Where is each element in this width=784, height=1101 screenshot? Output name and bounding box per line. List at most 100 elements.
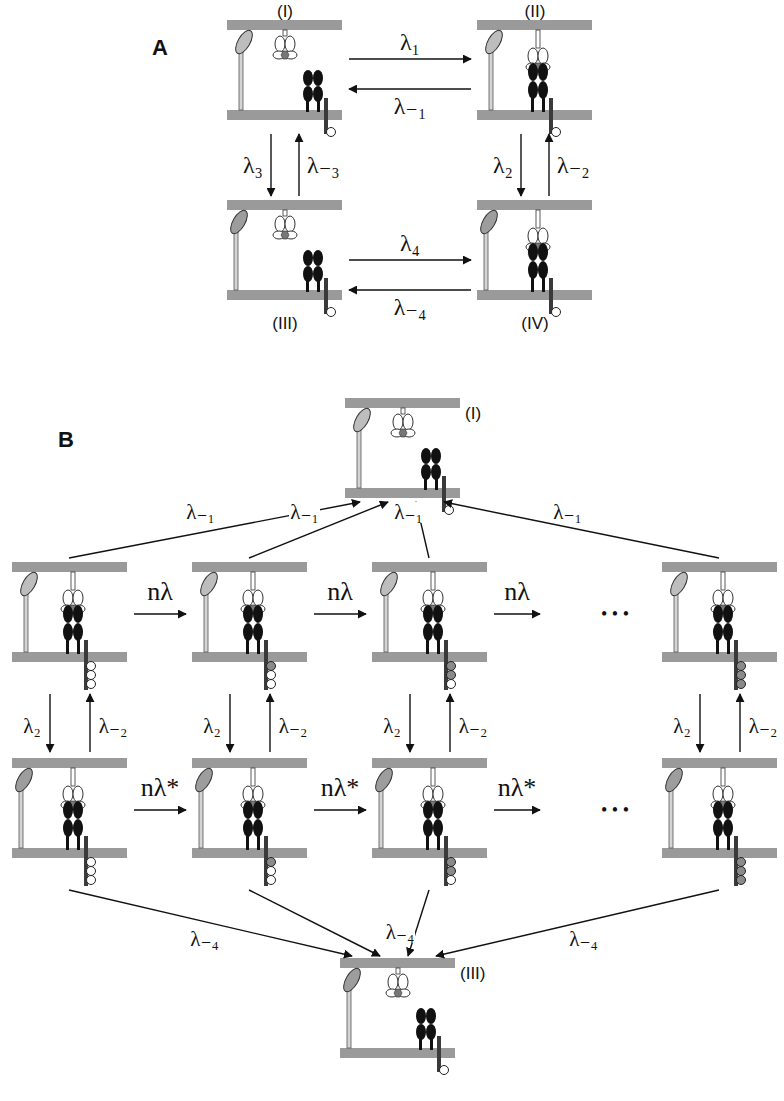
membrane (227, 20, 342, 30)
mhc-domain (243, 590, 253, 606)
tcr-domain (426, 1008, 436, 1024)
membrane (192, 848, 307, 858)
cd45-head (12, 766, 35, 795)
rate-label: λ₋₄ (568, 929, 599, 950)
itam-circle (737, 662, 746, 671)
state-icon (227, 20, 342, 137)
cd45-stalk (357, 424, 361, 488)
state-icon (12, 562, 127, 690)
itam-circle (447, 876, 456, 885)
mhc-domain (388, 974, 398, 990)
cd45-stalk (347, 984, 351, 1048)
itam-circle (267, 662, 276, 671)
itam-circle (267, 858, 276, 867)
mhc-domain (423, 786, 433, 802)
state-icon (477, 200, 592, 317)
rate-label: nλ (504, 579, 530, 605)
itam-circle (552, 308, 561, 317)
mhc-domain (285, 36, 295, 52)
tcr-domain (243, 819, 253, 837)
tcr-stalk (542, 277, 545, 292)
proofreading-arrow (494, 809, 540, 810)
membrane (12, 652, 127, 662)
mhc-domain (528, 48, 538, 64)
cd45-head (17, 570, 40, 599)
mhc-domain (243, 786, 253, 802)
itam-circle (440, 1066, 449, 1075)
state-icon (477, 20, 592, 137)
membrane (12, 562, 127, 572)
state-node: (II) (475, 2, 595, 130)
pmhc-stalk (431, 768, 435, 786)
pmhc-stalk (536, 210, 540, 228)
mhc-domain (423, 590, 433, 606)
tcr-domain (313, 266, 323, 282)
tcr-domain (713, 819, 723, 837)
tcr-stalk (716, 835, 719, 850)
tcr-stalk (306, 280, 309, 292)
membrane (192, 562, 307, 572)
cd45-stalk (19, 784, 23, 848)
cd45-stalk (234, 226, 238, 290)
tcr-domain (528, 243, 538, 261)
tcr-domain (423, 605, 433, 623)
itam-circle (87, 858, 96, 867)
cd45-head (482, 28, 505, 57)
itam-circle (737, 671, 746, 680)
mhc-domain (538, 228, 548, 244)
membrane (372, 848, 487, 858)
rate-arrow (548, 134, 549, 196)
rate-arrow (229, 694, 230, 752)
tcr-domain (303, 70, 313, 86)
tcr-domain (433, 623, 443, 641)
cd45-head (377, 570, 400, 599)
peptide (399, 429, 407, 437)
itam-circle (87, 662, 96, 671)
state-node: (III) (225, 200, 345, 334)
rate-label: λ₋₁ (289, 502, 320, 523)
tcr-domain (713, 801, 723, 819)
pmhc-stalk (251, 768, 255, 786)
tcr-domain (303, 266, 313, 282)
state-icon (372, 758, 487, 886)
cd45-head (372, 766, 395, 795)
state-icon (192, 562, 307, 690)
unbinding-arrow (69, 890, 352, 956)
cd45-stalk (379, 784, 383, 848)
tcr-domain (713, 605, 723, 623)
rate-arrow (699, 694, 700, 752)
tcr-domain (723, 605, 733, 623)
rate-label: nλ* (321, 775, 360, 801)
membrane (662, 758, 777, 768)
rate-label: • • • (601, 605, 629, 623)
pmhc-stalk (251, 572, 255, 590)
mhc-domain (713, 590, 723, 606)
tcr-stalk (542, 97, 545, 112)
mhc-domain (398, 974, 408, 990)
proofreading-arrow (314, 613, 366, 614)
mhc-domain (275, 36, 285, 52)
cd45-head (340, 966, 363, 995)
rate-arrow (269, 694, 270, 752)
tcr-domain (303, 86, 313, 102)
pmhc-stalk (431, 572, 435, 590)
tcr-domain (431, 464, 441, 480)
tcr-domain (423, 801, 433, 819)
rate-label: λ₋₁ (552, 502, 583, 523)
tcr-domain (243, 605, 253, 623)
unbinding-arrow (436, 890, 719, 956)
mhc-domain (723, 786, 733, 802)
membrane (477, 200, 592, 210)
mhc-domain (63, 786, 73, 802)
tcr-domain (713, 623, 723, 641)
tcr-stalk (317, 280, 320, 292)
tcr-stalk (306, 100, 309, 112)
tcr-stalk (246, 639, 249, 654)
membrane (662, 562, 777, 572)
tcr-domain (528, 63, 538, 81)
tcr-domain (313, 86, 323, 102)
tcr-domain (528, 261, 538, 279)
mhc-domain (253, 786, 263, 802)
state-node: (IV) (475, 200, 595, 334)
tcr-stalk (66, 639, 69, 654)
